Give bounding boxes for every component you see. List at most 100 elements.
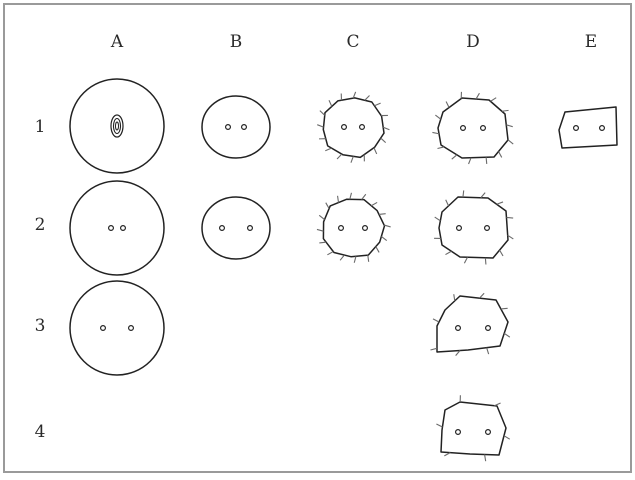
column-label-d: D — [466, 32, 480, 52]
cell-d2-spike — [445, 251, 451, 254]
cell-d4-dot-right — [486, 430, 491, 435]
cell-b1-dot-left — [226, 125, 231, 130]
cell-a1-ring-inner — [116, 122, 119, 130]
cell-c1-spike — [320, 111, 325, 116]
cell-c2-spike — [326, 203, 329, 209]
row-label-2: 2 — [35, 215, 46, 235]
cell-d3-dot-left — [456, 326, 461, 331]
cell-b1-dot-right — [242, 125, 247, 130]
cell-c2-spike — [354, 256, 356, 263]
cell-b2-dot-right — [248, 226, 253, 231]
cell-c2-spike — [371, 202, 377, 205]
cell-d2-spike — [435, 217, 441, 221]
cell-d3-spike — [430, 348, 437, 350]
cell-c1-spike — [329, 100, 332, 106]
cell-c2-outline — [323, 199, 384, 256]
column-label-c: C — [346, 32, 359, 52]
cell-d1-spike — [491, 98, 497, 102]
cell-d3-spike — [480, 293, 485, 298]
cell-d4-spike — [504, 436, 510, 440]
cell-d4-outline — [441, 402, 506, 455]
cell-c1-outline — [323, 98, 384, 157]
cell-a3-dot-right — [129, 326, 134, 331]
cell-d3-spike — [504, 333, 510, 337]
cell-c1-spike — [374, 103, 380, 106]
cell-d1-dot-left — [461, 126, 466, 131]
cell-c2-spike — [317, 229, 324, 231]
cell-d1-spike — [469, 158, 472, 164]
column-label-a: A — [110, 32, 124, 52]
cell-d2-spike — [463, 190, 464, 197]
cell-c1-spike — [365, 96, 370, 101]
cell-c1-spike — [317, 125, 323, 127]
cell-d4-spike — [494, 403, 500, 406]
cell-d1-spike — [446, 101, 449, 107]
cell-a3-circle — [70, 281, 164, 375]
row-label-4: 4 — [35, 422, 46, 442]
cell-c2-spike — [381, 236, 386, 240]
cell-c2-spike — [338, 196, 339, 203]
cell-c2-spike — [340, 255, 344, 260]
cell-c1-dot-left — [342, 125, 347, 130]
row-label-1: 1 — [35, 117, 46, 137]
cell-c2-spike — [319, 215, 324, 219]
cell-d4-spike — [485, 455, 486, 462]
cell-d1-spike — [452, 155, 457, 159]
cell-c2-spike — [368, 255, 369, 262]
cell-d4-spike — [436, 424, 442, 427]
cell-d4-dot-left — [456, 430, 461, 435]
cell-d2-spike — [485, 258, 486, 265]
cell-c1-spike — [351, 156, 353, 162]
row-label-3: 3 — [35, 316, 46, 336]
cell-a1-circle — [70, 79, 164, 173]
cell-d2-outline — [439, 197, 508, 258]
cell-c1-spike — [374, 148, 377, 154]
cell-d1-spike — [476, 93, 479, 99]
cell-c2-spike — [376, 247, 379, 253]
cell-b1-circle — [202, 96, 270, 158]
cell-d3-spike — [487, 348, 489, 354]
cell-d1-spike — [502, 110, 509, 111]
cell-d1-dot-right — [481, 126, 486, 131]
cell-c1-dot-right — [360, 125, 365, 130]
cell-a3-dot-left — [101, 326, 106, 331]
cell-c2-dot-right — [363, 226, 368, 231]
cell-c2-spike — [327, 252, 333, 255]
cell-d2-spike — [500, 250, 503, 256]
column-label-b: B — [230, 32, 243, 52]
cell-d1-spike — [486, 157, 487, 164]
cell-d1-spike — [506, 125, 512, 127]
cell-c2-spike — [362, 194, 366, 199]
cell-e1-outline — [559, 107, 617, 148]
cell-a2-dot-right — [121, 226, 126, 231]
cell-d3-spike — [454, 294, 455, 301]
cell-d2-dot-left — [457, 226, 462, 231]
shapes-layer — [70, 79, 617, 461]
cell-d1-spike — [435, 115, 440, 119]
cell-c1-spike — [381, 138, 386, 143]
cell-d1-spike — [508, 140, 513, 144]
cell-d3-spike — [501, 308, 508, 309]
cell-e1-dot-left — [574, 126, 579, 131]
cell-d2-spike — [497, 202, 503, 204]
cell-d3-spike — [433, 319, 439, 322]
cell-d3-outline — [437, 296, 508, 352]
cell-c1-spike — [325, 148, 331, 151]
cell-d2-spike — [446, 200, 449, 206]
cell-c2-dot-left — [339, 226, 344, 231]
cell-b2-dot-left — [220, 226, 225, 231]
cell-d3-dot-right — [486, 326, 491, 331]
cell-d2-spike — [481, 193, 485, 198]
cell-d1-spike — [432, 132, 439, 133]
cell-d2-spike — [506, 217, 513, 218]
cell-d1-spike — [499, 151, 502, 157]
diagram-frame — [4, 4, 631, 472]
column-label-e: E — [585, 32, 597, 52]
cell-a2-circle — [70, 181, 164, 275]
cell-c2-spike — [319, 242, 326, 243]
cell-c2-spike — [350, 193, 352, 200]
cell-d2-spike — [464, 257, 467, 263]
cell-c1-spike — [337, 154, 342, 159]
